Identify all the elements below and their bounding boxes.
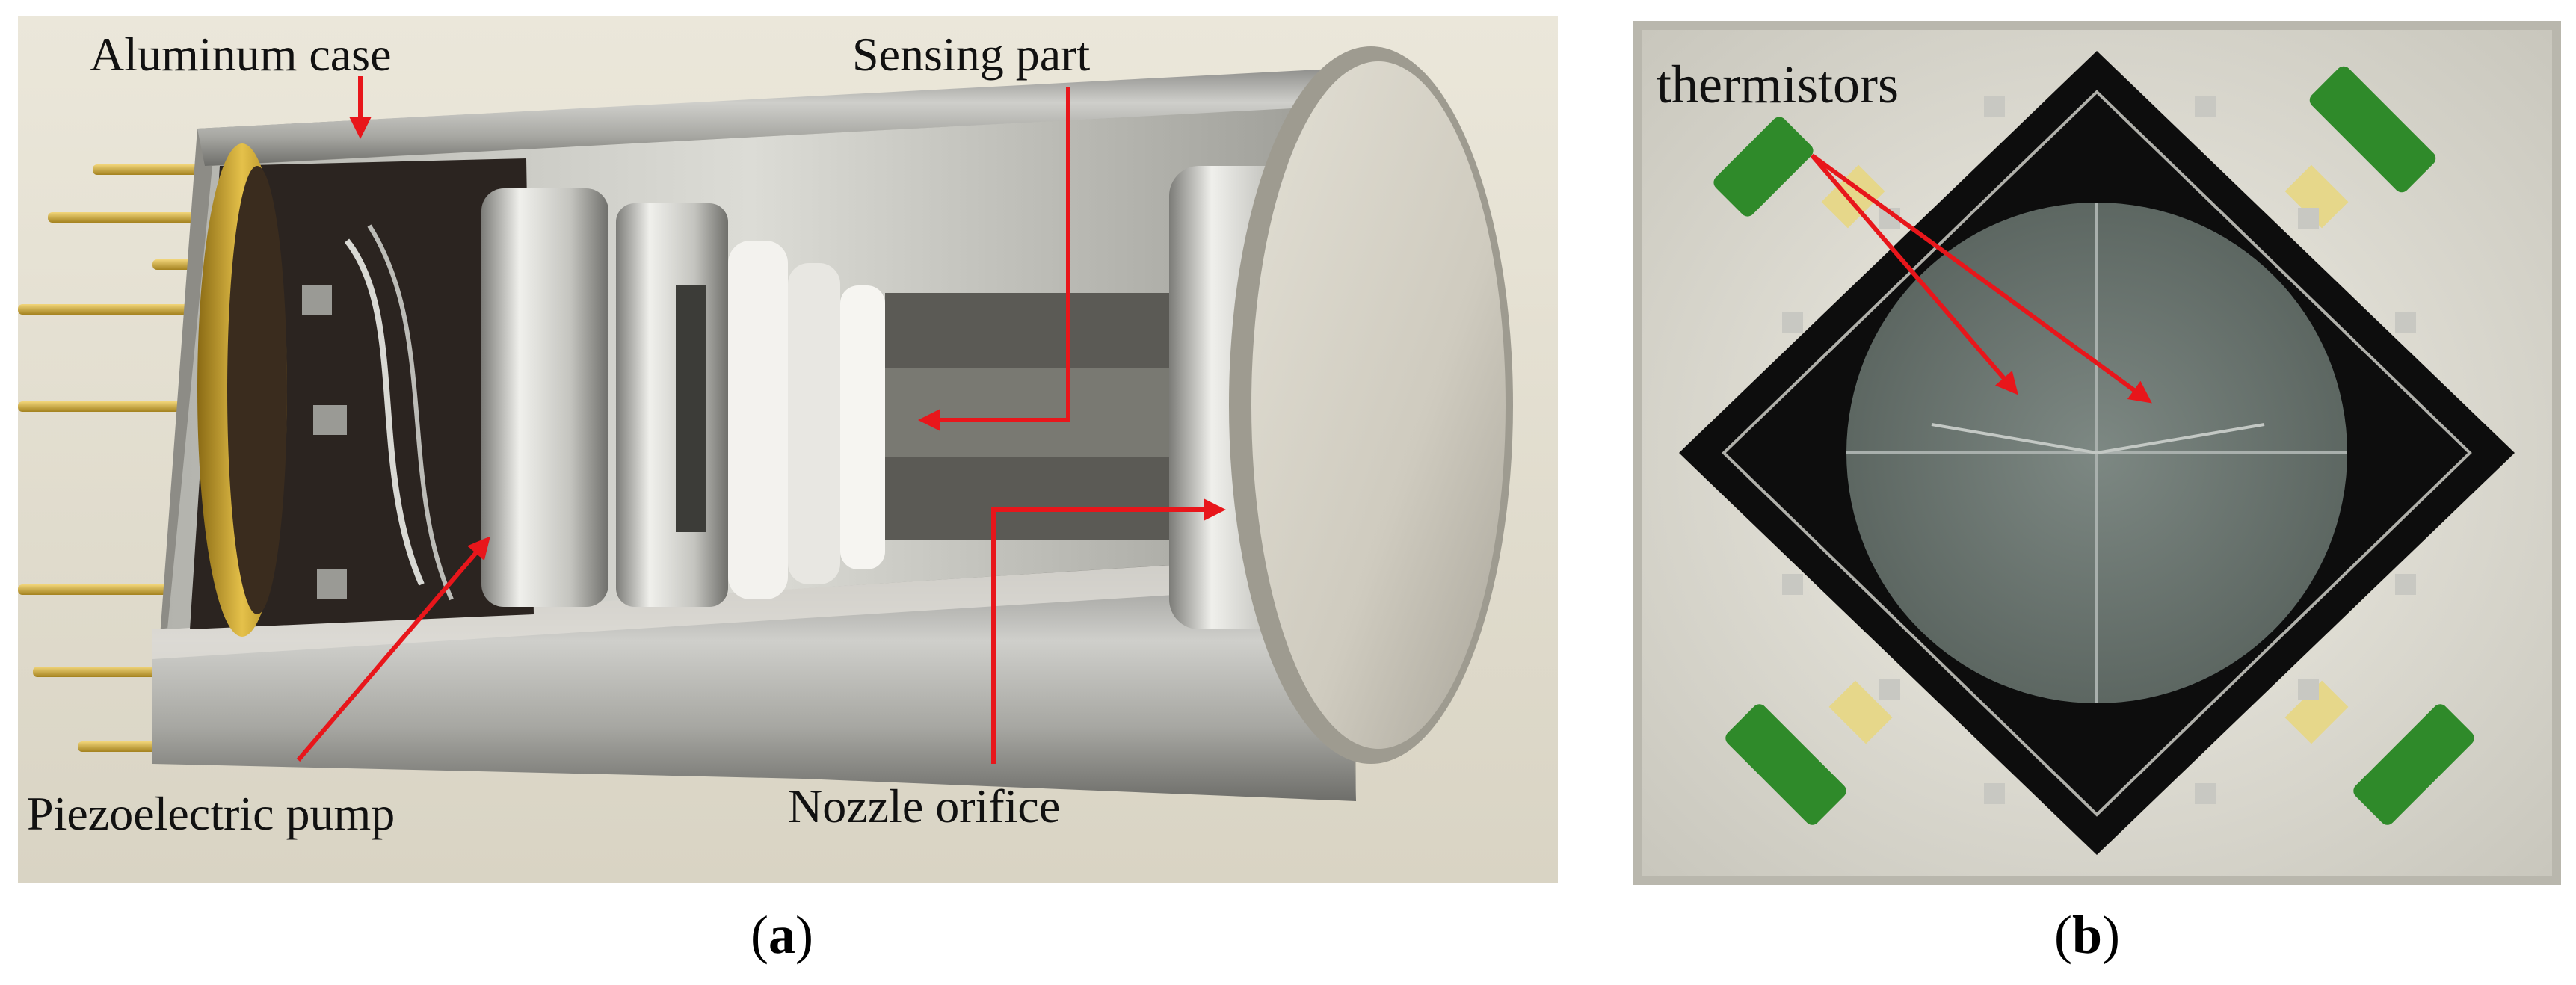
sensor-photo-panel-a: Aluminum case Sensing part Piezoelectric… (18, 16, 1558, 883)
thermistor-arrows (1810, 153, 2152, 404)
caption-panel-a: (a) (751, 904, 813, 966)
label-thermistors: thermistors (1657, 55, 1899, 114)
chip-photo-panel-b: thermistors (1633, 21, 2561, 885)
arrow-thermistor-left (1810, 154, 2018, 395)
arrow-piezoelectric-pump (296, 536, 490, 762)
callout-arrows (296, 76, 1226, 764)
arrow-thermistor-right (1811, 153, 2152, 404)
caption-a-open-paren: ( (751, 905, 768, 965)
label-aluminum-case: Aluminum case (90, 28, 392, 81)
end-cap (1169, 46, 1513, 764)
label-sensing-part: Sensing part (852, 28, 1091, 81)
sensing-channel (885, 293, 1169, 540)
label-nozzle-orifice: Nozzle orifice (788, 779, 1061, 833)
pump-rings (481, 188, 728, 607)
caption-b-open-paren: ( (2054, 905, 2072, 965)
ptfe-rings (728, 241, 885, 599)
label-piezoelectric-pump: Piezoelectric pump (27, 787, 395, 840)
sensor-chip-photo (1633, 21, 2561, 885)
arrow-nozzle-orifice (991, 498, 1226, 764)
sensing-membrane (1846, 203, 2347, 703)
caption-b-letter: b (2071, 905, 2103, 965)
caption-b-close-paren: ) (2102, 905, 2121, 965)
arrow-sensing-part (918, 87, 1070, 431)
pcb-disc (197, 143, 454, 637)
thermistor-pads (1713, 66, 2474, 825)
sensor-cutaway-photo (18, 16, 1558, 883)
caption-a-close-paren: ) (795, 905, 813, 965)
bond-pads (1782, 96, 2416, 804)
caption-a-letter: a (768, 905, 795, 965)
caption-panel-b: (b) (2054, 904, 2120, 966)
